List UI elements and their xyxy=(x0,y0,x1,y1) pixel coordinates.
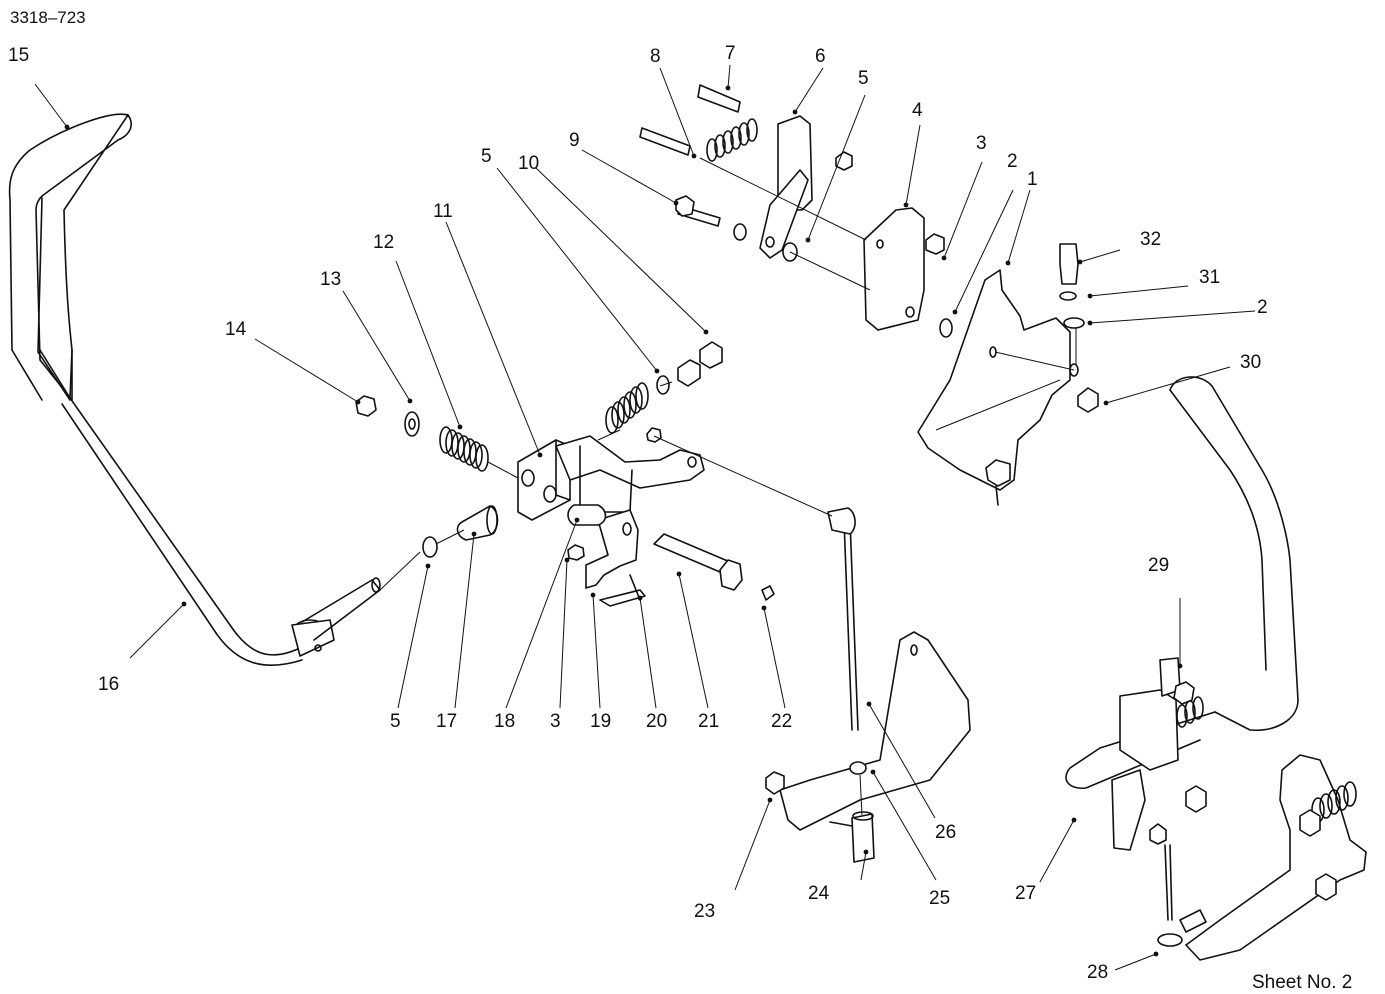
callout-28: 28 xyxy=(1087,962,1109,983)
callout-24: 24 xyxy=(808,883,830,904)
callout-7: 7 xyxy=(725,43,736,64)
callout-17: 17 xyxy=(436,711,458,732)
callout-2: 2 xyxy=(1007,151,1018,172)
callout-27: 27 xyxy=(1015,883,1037,904)
callout-8: 8 xyxy=(650,46,661,67)
callout-18: 18 xyxy=(494,711,516,732)
callout-31: 31 xyxy=(1199,267,1221,288)
callout-26: 26 xyxy=(935,822,957,843)
callout-1: 1 xyxy=(1027,169,1038,190)
callout-2: 2 xyxy=(1257,297,1268,318)
callout-16: 16 xyxy=(98,674,120,695)
callout-25: 25 xyxy=(929,888,951,909)
callout-20: 20 xyxy=(646,711,668,732)
assembly-lines xyxy=(379,157,1077,816)
right-mount-bracket xyxy=(917,269,1099,506)
callout-12: 12 xyxy=(373,232,395,253)
callout-5: 5 xyxy=(481,146,492,167)
left-hardware xyxy=(355,341,775,607)
callout-19: 19 xyxy=(590,711,612,732)
callout-23: 23 xyxy=(694,901,716,922)
callout-3: 3 xyxy=(550,711,561,732)
sheet-number: Sheet No. 2 xyxy=(1252,972,1353,993)
callout-10: 10 xyxy=(518,153,540,174)
callout-22: 22 xyxy=(771,711,793,732)
lower-rod-and-plate xyxy=(765,507,971,863)
callout-5: 5 xyxy=(390,711,401,732)
lower-right-assembly xyxy=(1111,657,1367,961)
drawing-number: 3318–723 xyxy=(10,8,86,27)
callout-3: 3 xyxy=(976,133,987,154)
bolt-washers-right xyxy=(1059,243,1085,329)
center-bracket-assembly xyxy=(517,435,705,589)
callout-14: 14 xyxy=(225,319,247,340)
callout-32: 32 xyxy=(1140,229,1162,250)
callout-30: 30 xyxy=(1240,352,1262,373)
leader-lines xyxy=(34,64,1256,971)
callout-5: 5 xyxy=(858,68,869,89)
callout-21: 21 xyxy=(698,711,720,732)
callout-13: 13 xyxy=(320,269,342,290)
callout-4: 4 xyxy=(912,100,923,121)
callout-6: 6 xyxy=(815,46,826,67)
callout-29: 29 xyxy=(1148,555,1170,576)
callout-15: 15 xyxy=(8,45,30,66)
upper-linkage xyxy=(639,84,953,338)
callout-9: 9 xyxy=(569,130,580,151)
callout-11: 11 xyxy=(433,201,453,222)
left-control-lever xyxy=(8,113,381,667)
